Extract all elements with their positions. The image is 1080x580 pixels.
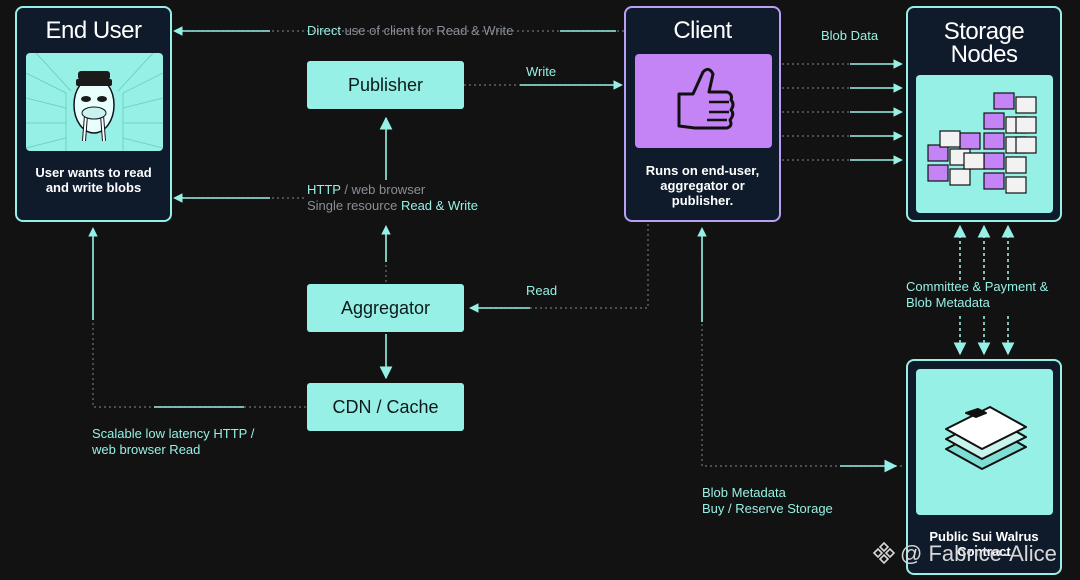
committee-label-1: Committee & Payment & <box>906 279 1049 294</box>
walrus-icon <box>26 53 163 151</box>
read-line <box>469 224 649 313</box>
watermark-text: @ Fabrice-Alice <box>900 541 1057 566</box>
aggregator-node: Aggregator <box>307 284 464 332</box>
contract-caption: Public Sui Walrus Contract <box>929 529 1039 559</box>
storage-nodes-title-2: Nodes <box>950 41 1018 68</box>
thumbs-up-icon <box>677 67 735 130</box>
blob-metadata-line <box>697 227 902 467</box>
committee-label-2: Blob Metadata <box>906 295 990 310</box>
end-user-title: End User <box>45 17 142 44</box>
single-resource-label: Single resource Read & Write <box>307 198 479 213</box>
direct-use-label: Direct use of client for Read & Write <box>307 23 514 38</box>
end-user-caption: User wants to read and write blobs <box>35 165 152 195</box>
walrus-illustration <box>26 53 163 151</box>
watermark: @ Fabrice-Alice <box>872 541 1057 567</box>
http-label: HTTP / web browser <box>307 182 426 197</box>
committee-lines <box>953 224 1015 356</box>
storage-nodes-title-1: Storage <box>943 18 1025 45</box>
blob-metadata-label-2: Buy / Reserve Storage <box>702 501 833 516</box>
scalable-label-1: Scalable low latency HTTP / <box>92 426 255 441</box>
thumbs-up-illustration <box>635 54 772 148</box>
blob-data-label: Blob Data <box>821 28 879 43</box>
binance-logo-icon <box>872 541 896 565</box>
storage-nodes-card: Storage Nodes <box>906 6 1062 222</box>
client-title: Client <box>673 17 732 44</box>
end-user-card: End User User wants to read and write bl… <box>15 6 172 222</box>
read-label: Read <box>526 283 558 298</box>
client-caption: Runs on end-user, aggregator or publishe… <box>645 163 760 208</box>
blob-data-lines <box>782 59 903 165</box>
contract-illustration <box>916 369 1053 515</box>
contract-card: Public Sui Walrus Contract <box>906 359 1062 575</box>
scalable-label-2: web browser Read <box>92 442 201 457</box>
cdn-cache-node: CDN / Cache <box>307 383 464 431</box>
write-label: Write <box>526 64 557 79</box>
layers-icon <box>945 406 1027 470</box>
blob-metadata-label-1: Blob Metadata <box>702 485 786 500</box>
cdn-line <box>88 227 306 408</box>
storage-illustration <box>916 75 1053 213</box>
publisher-node: Publisher <box>307 61 464 109</box>
server-stack-icon <box>927 92 1037 194</box>
client-card: Client Runs on end-user, aggregator or p… <box>624 6 781 222</box>
